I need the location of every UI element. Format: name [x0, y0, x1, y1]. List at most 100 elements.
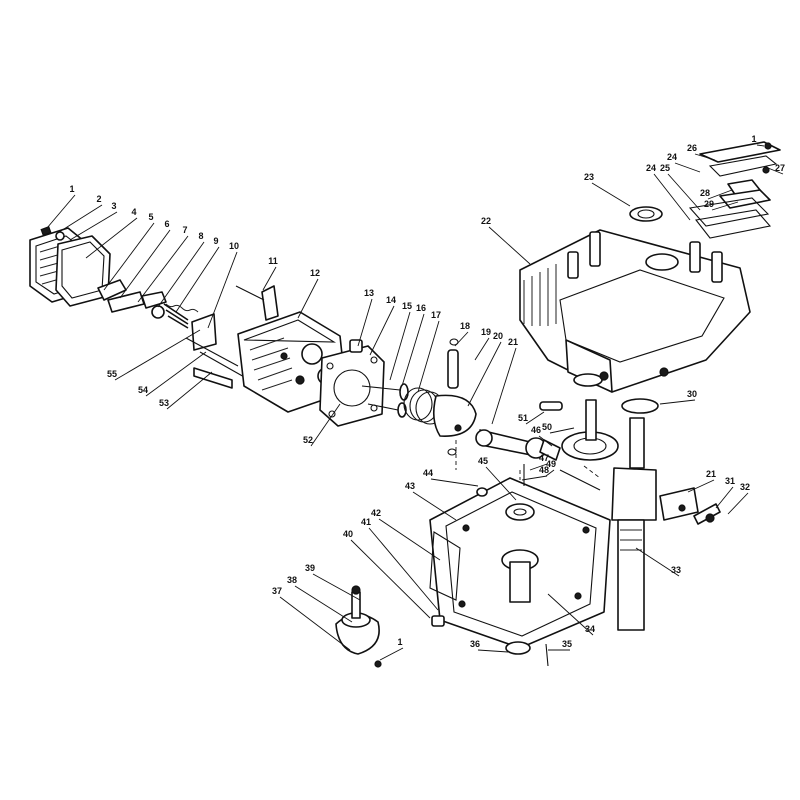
leader-line: [417, 320, 440, 393]
callout-number: 15: [402, 301, 412, 311]
leader-line: [166, 371, 213, 410]
callout-c8: 8: [157, 231, 205, 308]
callout-number: 17: [431, 310, 441, 320]
callout-number: 1: [751, 134, 756, 144]
leader-line: [477, 649, 509, 653]
callout-c28: 28: [700, 188, 733, 200]
leader-line: [401, 313, 425, 387]
callout-number: 42: [371, 508, 381, 518]
callout-c5: 5: [103, 212, 155, 291]
leader-line: [69, 211, 118, 241]
callout-number: 50: [542, 422, 552, 432]
leader-line: [485, 466, 517, 501]
callout-number: 11: [268, 256, 278, 266]
callout-number: 30: [687, 389, 697, 399]
leader-line: [312, 573, 361, 601]
callout-c3: 3: [69, 201, 118, 241]
callout-c35: 35: [548, 639, 572, 651]
callout-number: 37: [272, 586, 282, 596]
callout-c9: 9: [175, 236, 220, 313]
callout-c7: 7: [137, 225, 189, 303]
callout-c16: 16: [401, 303, 426, 387]
leader-line: [491, 347, 517, 425]
leader-line: [756, 144, 765, 147]
callout-number: 25: [660, 163, 670, 173]
callout-number: 18: [460, 321, 470, 331]
leader-line: [727, 492, 749, 515]
callout-number: 4: [131, 207, 136, 217]
callout-number: 6: [164, 219, 169, 229]
callout-number: 46: [531, 425, 541, 435]
leader-line: [529, 463, 548, 471]
callout-c12: 12: [297, 268, 320, 319]
callout-c33: 33: [635, 547, 681, 577]
callout-number: 51: [518, 413, 528, 423]
callout-number: 41: [361, 517, 371, 527]
leader-line: [175, 246, 220, 313]
leader-line: [103, 222, 155, 291]
callout-c24b: 24: [646, 163, 691, 221]
callout-number: 27: [775, 163, 785, 173]
leader-line: [310, 403, 341, 447]
crankshaft: [611, 417, 721, 631]
callout-c50: 50: [542, 422, 575, 434]
callout-c1c: 1: [379, 637, 404, 661]
callout-number: 52: [303, 435, 313, 445]
leader-line: [379, 647, 404, 661]
callout-c22: 22: [481, 216, 531, 265]
leader-line: [368, 527, 439, 611]
leader-line: [430, 478, 479, 487]
leader-line: [119, 229, 171, 299]
leader-line: [707, 189, 733, 200]
callout-number: 22: [481, 216, 491, 226]
callout-number: 26: [687, 143, 697, 153]
leader-line: [114, 329, 201, 381]
rocker-parts: [97, 279, 247, 379]
callout-number: 20: [493, 331, 503, 341]
callout-c6: 6: [119, 219, 171, 299]
callout-number: 29: [704, 199, 714, 209]
callout-c23: 23: [584, 172, 631, 207]
callout-c31: 31: [715, 476, 735, 509]
callout-c40: 40: [343, 529, 431, 619]
crankcase-sump: [429, 464, 611, 667]
callout-number: 55: [107, 369, 117, 379]
callout-c13: 13: [357, 288, 374, 347]
leader-line: [659, 399, 696, 405]
leader-line: [474, 337, 490, 361]
callout-number: 34: [585, 624, 595, 634]
head-gasket: [319, 345, 385, 427]
leader-line: [488, 226, 531, 265]
callout-number: 47: [539, 453, 549, 463]
callout-number: 43: [405, 481, 415, 491]
callout-c45: 45: [478, 456, 517, 501]
piston-assembly: [403, 338, 477, 456]
callout-c18: 18: [454, 321, 470, 347]
callout-number: 36: [470, 639, 480, 649]
callout-number: 49: [546, 459, 556, 469]
callout-number: 12: [310, 268, 320, 278]
callout-c46: 46: [531, 425, 553, 447]
callout-c21b: 21: [687, 469, 716, 493]
callout-c20: 20: [467, 331, 503, 407]
leader-line: [145, 351, 207, 397]
callout-c30: 30: [659, 389, 697, 405]
leader-line: [538, 435, 553, 447]
callout-c41: 41: [361, 517, 439, 611]
callout-number: 8: [198, 231, 203, 241]
callout-number: 44: [423, 468, 433, 478]
callout-number: 3: [111, 201, 116, 211]
callout-number: 13: [364, 288, 374, 298]
leader-line: [635, 547, 680, 577]
callout-number: 31: [725, 476, 735, 486]
callout-number: 7: [182, 225, 187, 235]
leader-line: [467, 341, 502, 407]
leader-line: [454, 331, 469, 347]
callout-c51: 51: [518, 411, 545, 425]
leader-line: [55, 204, 103, 235]
leader-line: [667, 173, 701, 211]
callout-c39: 39: [305, 563, 361, 601]
callout-number: 14: [386, 295, 396, 305]
callout-c17: 17: [417, 310, 441, 393]
